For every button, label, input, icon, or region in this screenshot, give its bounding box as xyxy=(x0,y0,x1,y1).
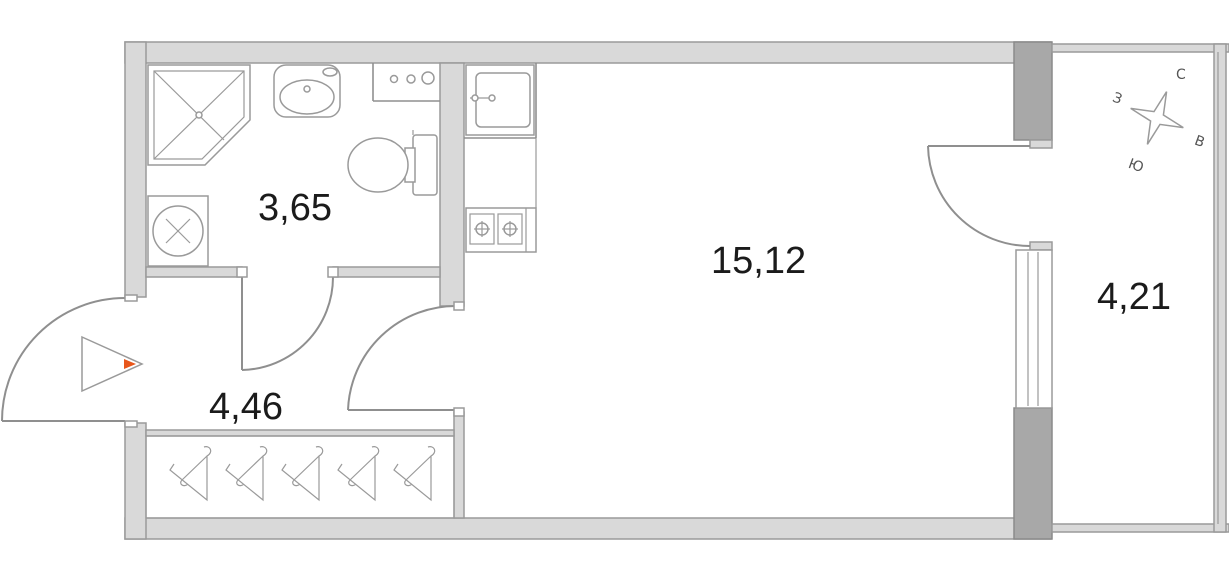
bathroom-area-label: 3,65 xyxy=(258,187,332,229)
compass-south: Ю xyxy=(1126,156,1146,176)
washing-machine xyxy=(147,195,209,267)
wall-right-stub-mid xyxy=(1029,241,1053,251)
balcony xyxy=(1051,43,1229,533)
toilet xyxy=(347,130,438,196)
wall-left-upper xyxy=(124,41,147,298)
balcony-rail-right xyxy=(1213,43,1227,533)
wall-bottom xyxy=(124,517,1052,540)
hangers xyxy=(169,446,436,502)
wall-bath-bottom-left xyxy=(145,266,243,278)
entry-arrow-tip xyxy=(124,359,136,369)
column-bottom-right xyxy=(1013,407,1053,540)
hallway-area-label: 4,46 xyxy=(209,386,283,428)
balcony-rail-top xyxy=(1051,43,1229,53)
shower xyxy=(147,64,251,166)
balcony-window xyxy=(1015,249,1053,409)
wall-bath-kitchen xyxy=(439,62,465,307)
compass-north: С xyxy=(1176,67,1186,83)
compass-west: З xyxy=(1110,90,1124,108)
bathroom-sink xyxy=(273,64,341,118)
entrance-arrow-icon xyxy=(81,335,144,393)
kitchen-fixtures xyxy=(464,63,537,253)
bathroom-fixtures xyxy=(147,64,438,267)
living-area-label: 15,12 xyxy=(711,240,806,282)
hanger-icon xyxy=(281,446,324,502)
hanger-icon xyxy=(337,446,380,502)
compass-icon xyxy=(1130,91,1184,145)
window-frame xyxy=(1015,249,1053,409)
cooktop xyxy=(465,138,537,253)
wardrobe-top xyxy=(145,429,455,437)
hanger-icon xyxy=(393,446,436,502)
wall-left-lower xyxy=(124,422,147,540)
wall-right-stub-top xyxy=(1029,139,1053,149)
outer-walls xyxy=(124,41,1053,540)
wall-top xyxy=(124,41,1052,64)
balcony-door xyxy=(927,145,1031,247)
hanger-icon xyxy=(169,446,212,502)
living-room-door xyxy=(347,301,465,417)
compass-east: В xyxy=(1192,133,1207,151)
counter-knobs xyxy=(389,71,435,85)
wardrobe xyxy=(145,435,455,519)
doors xyxy=(1,145,1031,428)
wall-hall-living-lower xyxy=(453,411,465,519)
kitchen-sink xyxy=(465,64,535,136)
wall-bath-bottom-right xyxy=(332,266,441,278)
hanger-icon xyxy=(225,446,268,502)
entrance-door xyxy=(1,294,138,428)
balcony-rail-bottom xyxy=(1051,523,1229,533)
column-top-right xyxy=(1013,41,1053,141)
balcony-area-label: 4,21 xyxy=(1097,276,1171,318)
bathroom-door xyxy=(236,266,339,371)
